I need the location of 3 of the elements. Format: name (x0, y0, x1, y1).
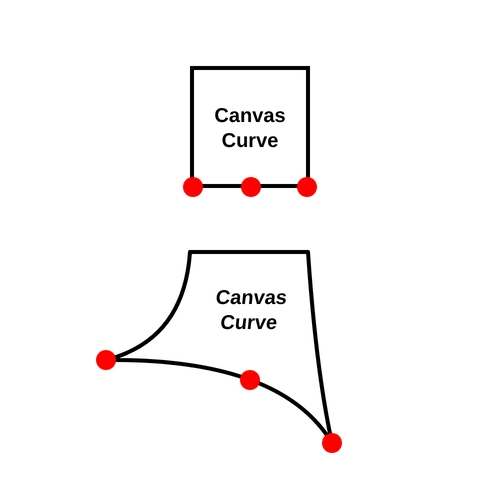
square-box (190, 66, 310, 188)
shape-label: Canvas Curve (214, 286, 290, 336)
shape-label: Canvas Curve (213, 104, 287, 154)
